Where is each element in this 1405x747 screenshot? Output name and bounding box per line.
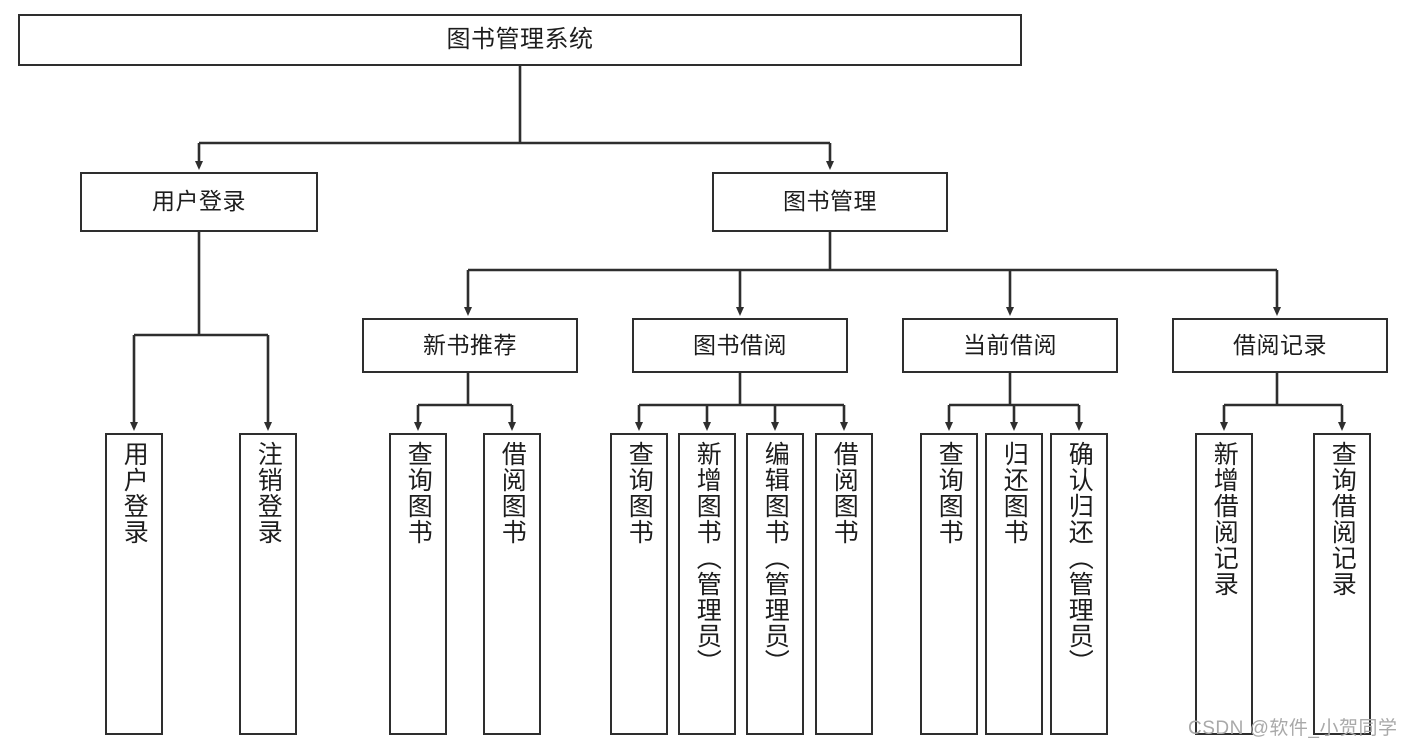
node-label: 归还图书 [1000,441,1029,545]
node-label: 借阅图书 [830,441,859,545]
node-label: 用户登录 [152,188,246,215]
node-leaf-query-book-recommend[interactable]: 查询图书 [389,433,447,735]
node-label: 查询图书 [935,441,964,545]
node-leaf-logout[interactable]: 注销登录 [239,433,297,735]
node-leaf-borrow-book[interactable]: 借阅图书 [815,433,873,735]
node-label: 编辑图书（管理员） [761,441,790,675]
node-leaf-return-book[interactable]: 归还图书 [985,433,1043,735]
node-label: 查询图书 [404,441,433,545]
node-user-login[interactable]: 用户登录 [80,172,318,232]
node-leaf-query-book-current[interactable]: 查询图书 [920,433,978,735]
node-leaf-user-login[interactable]: 用户登录 [105,433,163,735]
node-label: 确认归还（管理员） [1065,441,1094,675]
node-label: 查询图书 [625,441,654,545]
node-new-book-recommend[interactable]: 新书推荐 [362,318,578,373]
node-book-borrow[interactable]: 图书借阅 [632,318,848,373]
node-label: 注销登录 [254,441,283,545]
node-label: 当前借阅 [963,331,1057,358]
node-label: 查询借阅记录 [1328,441,1357,597]
node-leaf-borrow-book-recommend[interactable]: 借阅图书 [483,433,541,735]
node-current-borrow[interactable]: 当前借阅 [902,318,1118,373]
node-leaf-edit-book-admin[interactable]: 编辑图书（管理员） [746,433,804,735]
node-label: 新书推荐 [423,331,517,358]
node-leaf-query-borrow-record[interactable]: 查询借阅记录 [1313,433,1371,735]
node-leaf-add-borrow-record[interactable]: 新增借阅记录 [1195,433,1253,735]
node-label: 新增借阅记录 [1210,441,1239,597]
node-label: 新增图书（管理员） [693,441,722,675]
node-label: 用户登录 [120,441,149,545]
node-label: 图书管理系统 [446,25,594,53]
node-label: 图书借阅 [693,331,787,358]
node-label: 借阅记录 [1233,331,1327,358]
node-label: 图书管理 [783,188,877,215]
node-leaf-query-book-borrow[interactable]: 查询图书 [610,433,668,735]
node-borrow-record[interactable]: 借阅记录 [1172,318,1388,373]
watermark: CSDN @软件_小贺同学 [1188,718,1398,739]
node-book-management[interactable]: 图书管理 [712,172,948,232]
node-leaf-confirm-return-admin[interactable]: 确认归还（管理员） [1050,433,1108,735]
node-root-book-management-system[interactable]: 图书管理系统 [18,14,1022,66]
node-leaf-add-book-admin[interactable]: 新增图书（管理员） [678,433,736,735]
node-label: 借阅图书 [498,441,527,545]
